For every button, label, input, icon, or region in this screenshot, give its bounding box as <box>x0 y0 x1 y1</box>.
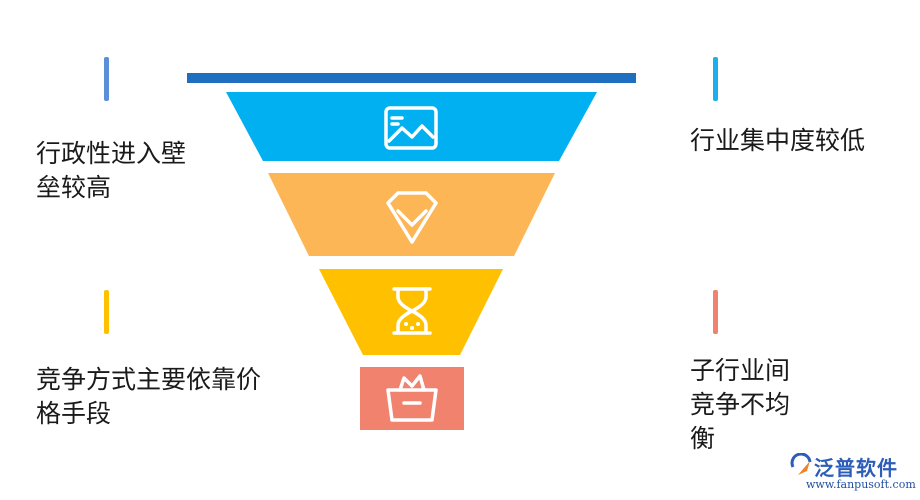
label-left-top-line-1: 行政性进入壁 <box>36 140 187 168</box>
label-left-top-line-2: 垒较高 <box>36 174 112 202</box>
label-right-top: 行业集中度较低 <box>690 124 865 158</box>
label-left-bottom: 竞争方式主要依靠价 格手段 <box>36 363 261 431</box>
label-left-bottom-line-2: 格手段 <box>36 400 112 428</box>
brand-url: www.fanpusoft.com <box>806 478 916 491</box>
tick-left-bottom <box>104 290 109 334</box>
gem-icon <box>386 191 438 244</box>
label-right-bottom-line-2: 竞争不均 <box>690 391 791 419</box>
label-right-top-line-1: 行业集中度较低 <box>690 127 866 155</box>
label-right-bottom-line-1: 子行业间 <box>690 357 791 385</box>
brand-mark-icon <box>790 453 812 475</box>
image-icon <box>384 106 438 150</box>
hourglass-sand-dots <box>404 322 420 330</box>
label-left-bottom-line-1: 竞争方式主要依靠价 <box>36 366 262 394</box>
funnel-top-bar <box>187 73 636 83</box>
hourglass-icon <box>392 287 432 335</box>
brand-name: 泛普软件 <box>814 456 898 480</box>
tick-right-bottom <box>713 290 718 334</box>
label-right-bottom: 子行业间 竞争不均 衡 <box>690 354 790 456</box>
basket-icon <box>386 374 438 422</box>
tick-right-top <box>713 57 718 101</box>
brand-logo: 泛普软件 www.fanpusoft.com <box>790 452 918 496</box>
label-left-top: 行政性进入壁 垒较高 <box>36 137 186 205</box>
label-right-bottom-line-3: 衡 <box>690 425 716 453</box>
tick-left-top <box>104 57 109 101</box>
funnel-tier-1 <box>226 92 597 161</box>
funnel-tier-2 <box>268 173 555 256</box>
